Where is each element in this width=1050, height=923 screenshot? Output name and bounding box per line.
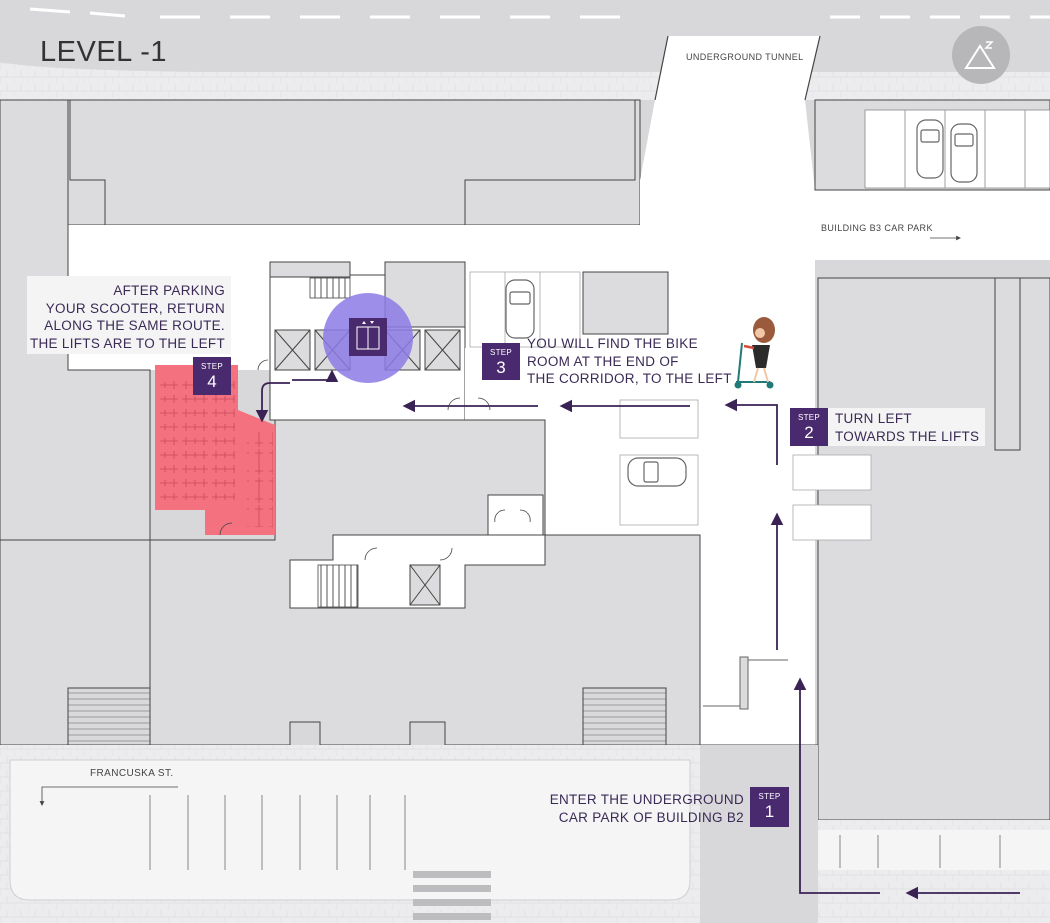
- underground-tunnel: [655, 36, 820, 100]
- step-2-line-2: TOWARDS THE LIFTS: [835, 428, 980, 444]
- step-3-line-2: ROOM AT THE END OF: [527, 353, 679, 369]
- north-arrow-icon: [952, 26, 1010, 84]
- step-2-text: TURN LEFT TOWARDS THE LIFTS: [828, 408, 985, 446]
- step-4-line-4: THE LIFTS ARE TO THE LEFT: [29, 335, 225, 351]
- doors: [219, 359, 531, 561]
- step-3-line-1: YOU WILL FIND THE BIKE: [527, 336, 698, 351]
- step-4-label: STEP: [200, 362, 224, 371]
- stairs-right: [582, 687, 667, 746]
- road-markings: [29, 7, 1050, 19]
- step-3-text: YOU WILL FIND THE BIKE ROOM AT THE END O…: [527, 335, 732, 388]
- step-1-text: ENTER THE UNDERGROUND CAR PARK OF BUILDI…: [544, 791, 744, 826]
- step-4-line-3: ALONG THE SAME ROUTE.: [44, 318, 225, 333]
- step-2-label: STEP: [797, 413, 821, 422]
- route-arrows: [255, 369, 1020, 900]
- step-1-line-2: CAR PARK OF BUILDING B2: [558, 809, 744, 825]
- step-1-number: 1: [764, 802, 775, 821]
- barrier-gate: [739, 656, 749, 710]
- step-1-line-1: ENTER THE UNDERGROUND: [549, 792, 744, 807]
- step-2-line-1: TURN LEFT: [835, 411, 912, 426]
- tunnel-label: UNDERGROUND TUNNEL: [686, 52, 804, 62]
- level-title: LEVEL -1: [40, 36, 168, 68]
- scooter-rider-icon: [734, 317, 775, 389]
- corridor: [68, 100, 1050, 745]
- step-3-number: 3: [496, 358, 506, 377]
- step-2-badge: STEP 2: [790, 408, 828, 446]
- step-4-line-2: YOUR SCOOTER, RETURN: [45, 300, 225, 316]
- step-1-label: STEP: [758, 792, 781, 801]
- car-park-b3-label: BUILDING B3 CAR PARK: [821, 223, 933, 233]
- step-3-line-3: THE CORRIDOR, TO THE LEFT: [527, 371, 732, 386]
- step-3-badge: STEP 3: [482, 343, 520, 380]
- step-1-badge: STEP 1: [750, 787, 789, 827]
- sidewalk-top: [0, 62, 660, 100]
- step-4-number: 4: [207, 372, 217, 391]
- step-4-badge: STEP 4: [193, 357, 231, 395]
- step-4-text: AFTER PARKING YOUR SCOOTER, RETURN ALONG…: [27, 276, 231, 354]
- step-2-number: 2: [804, 423, 814, 442]
- crosswalk: [413, 871, 491, 920]
- step-3-label: STEP: [489, 348, 513, 357]
- sidewalk-top-right: [805, 72, 1050, 100]
- street-label: FRANCUSKA ST.: [90, 768, 174, 779]
- step-4-line-1: AFTER PARKING: [113, 283, 225, 298]
- stairs-left: [67, 687, 151, 746]
